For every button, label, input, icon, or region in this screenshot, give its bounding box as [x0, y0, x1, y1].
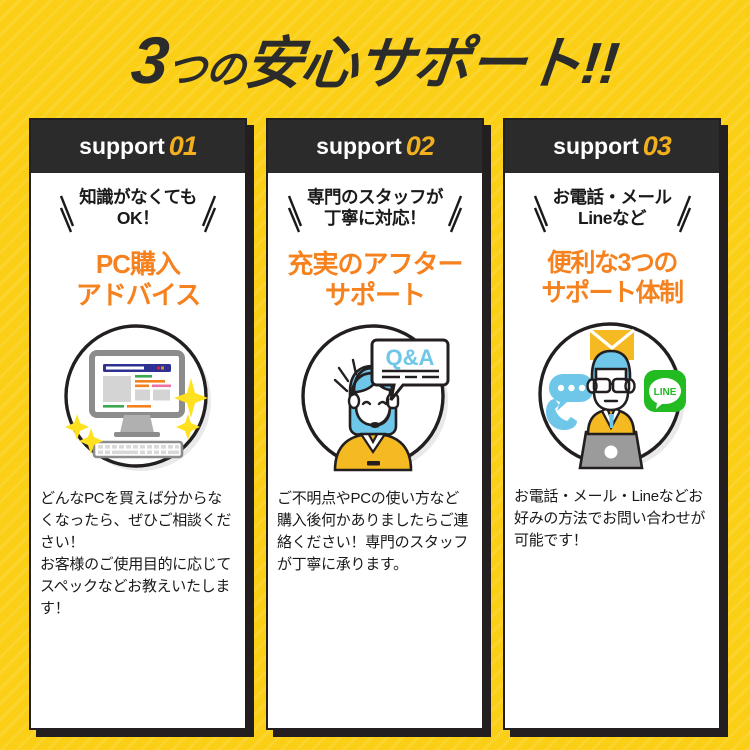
slash-right-icon	[676, 195, 691, 233]
sub-headline-row: 知識がなくても OK！	[41, 187, 235, 238]
line-icon: LINE	[644, 370, 686, 412]
card-header-01: support 01	[31, 120, 245, 173]
support-card-list: support 01 知識がなくても OK！	[0, 118, 750, 738]
line-badge-text: LINE	[654, 387, 677, 398]
slash-right-icon	[201, 195, 216, 233]
card-body-text: どんなPCを買えば分からなくなったら、ぜひご相談ください！ お客様のご使用目的に…	[40, 490, 232, 617]
qa-bubble-text: Q&A	[386, 345, 435, 370]
slash-left-icon	[533, 195, 548, 233]
man-laptop-contact-channels-icon: LINE	[532, 316, 692, 476]
page-title: 3つの安心サポート!!	[128, 18, 623, 100]
card-big-headline: PC購入 アドバイス	[75, 249, 201, 310]
desktop-monitor-sparkle-icon	[58, 318, 218, 478]
sub-headline-row: お電話・メール Lineなど	[515, 187, 709, 238]
support-card-02: support 02 専門のスタッフが 丁寧に対応！	[266, 118, 491, 737]
card-sub-headline: 知識がなくても OK！	[79, 187, 197, 229]
support-card-01: support 01 知識がなくても OK！	[29, 118, 254, 737]
banner-title-area: 3つの安心サポート!!	[0, 14, 750, 104]
card-badge-number: 01	[168, 131, 198, 161]
sub-headline-row: 専門のスタッフが 丁寧に対応！	[278, 187, 472, 238]
slash-left-icon	[288, 195, 303, 233]
title-counter-suffix: つの	[164, 48, 247, 92]
card-big-headline: 充実のアフター サポート	[287, 249, 463, 310]
card-badge-label: support	[79, 133, 165, 159]
card-body-text: お電話・メール・Lineなどお好みの方法でお問い合わせが可能です！	[514, 488, 706, 549]
title-exclamation: !!	[577, 31, 622, 96]
card-badge-number: 02	[405, 131, 435, 161]
card-big-headline: 便利な3つの サポート体制	[541, 249, 684, 307]
card-sub-headline: お電話・メール Lineなど	[552, 187, 673, 229]
card-badge-label: support	[316, 133, 402, 159]
card-header-02: support 02	[268, 120, 482, 173]
card-badge-label: support	[553, 133, 639, 159]
slash-right-icon	[447, 195, 462, 233]
slash-left-icon	[60, 195, 75, 233]
card-badge-number: 03	[642, 131, 672, 161]
operator-qa-bubble-icon: Q&A	[295, 318, 455, 478]
card-sub-headline: 専門のスタッフが 丁寧に対応！	[307, 187, 444, 229]
card-header-03: support 03	[505, 120, 719, 173]
card-body-text: ご不明点やPCの使い方など購入後何かありましたらご連絡ください！専門のスタッフが…	[277, 490, 469, 574]
support-card-03: support 03 お電話・メール Lineなど	[503, 118, 728, 737]
phone-chat-icon	[546, 374, 594, 430]
title-main: 安心サポート	[241, 32, 585, 96]
